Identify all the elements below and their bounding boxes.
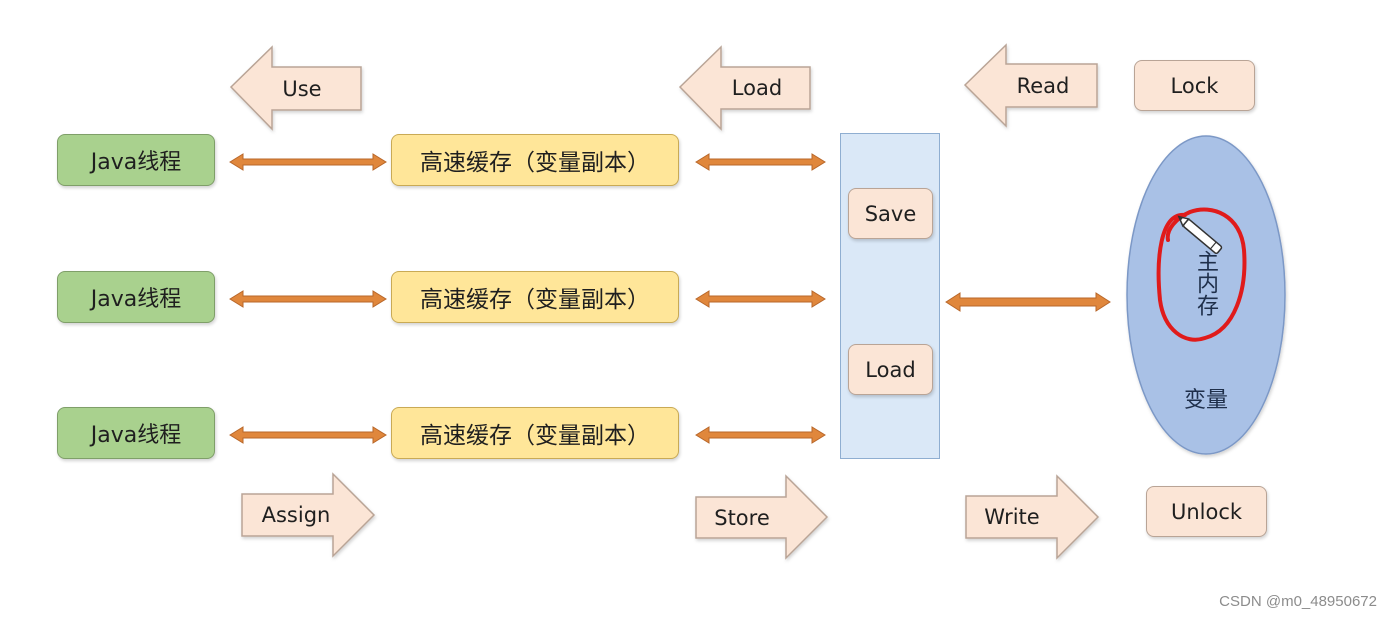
java-thread-box: Java线程: [57, 271, 215, 323]
memory-variable-label: 变量: [1183, 388, 1228, 413]
watermark: CSDN @m0_48950672: [1219, 593, 1377, 610]
store-panel: [840, 133, 940, 459]
cache-box: 高速缓存（变量副本）: [391, 134, 679, 186]
annotation-circle: [1156, 207, 1247, 342]
write-arrow-shape: [965, 474, 1100, 560]
cache-store-connector: [695, 426, 826, 444]
main-memory-title: 主内存: [1193, 250, 1218, 316]
thread-cache-connector: [229, 290, 387, 308]
store-arrow-shape: [695, 474, 829, 560]
assign-label: Assign: [261, 503, 331, 527]
write-label: Write: [984, 505, 1040, 529]
cache-box: 高速缓存（变量副本）: [391, 407, 679, 459]
java-thread-box: Java线程: [57, 407, 215, 459]
unlock-box: Unlock: [1146, 486, 1267, 537]
load-arrow-shape: [678, 45, 811, 131]
java-thread-box: Java线程: [57, 134, 215, 186]
use-label: Use: [282, 76, 322, 101]
read-label: Read: [1016, 73, 1070, 98]
lock-box: Lock: [1134, 60, 1255, 111]
load-label: Load: [731, 76, 783, 100]
cache-store-connector: [695, 290, 826, 308]
cache-box: 高速缓存（变量副本）: [391, 271, 679, 323]
pencil-cursor-icon: [1177, 215, 1223, 255]
use-arrow-shape: [229, 45, 362, 131]
cache-store-connector: [695, 153, 826, 171]
save-box: Save: [848, 188, 933, 239]
assign-arrow-shape: [241, 472, 376, 558]
store-memory-connector: [945, 292, 1111, 312]
store-label: Store: [714, 505, 770, 530]
thread-cache-connector: [229, 153, 387, 171]
read-arrow-shape: [963, 43, 1098, 128]
panel-load-box: Load: [848, 344, 933, 395]
main-memory-ellipse: [1126, 135, 1286, 455]
thread-cache-connector: [229, 426, 387, 444]
